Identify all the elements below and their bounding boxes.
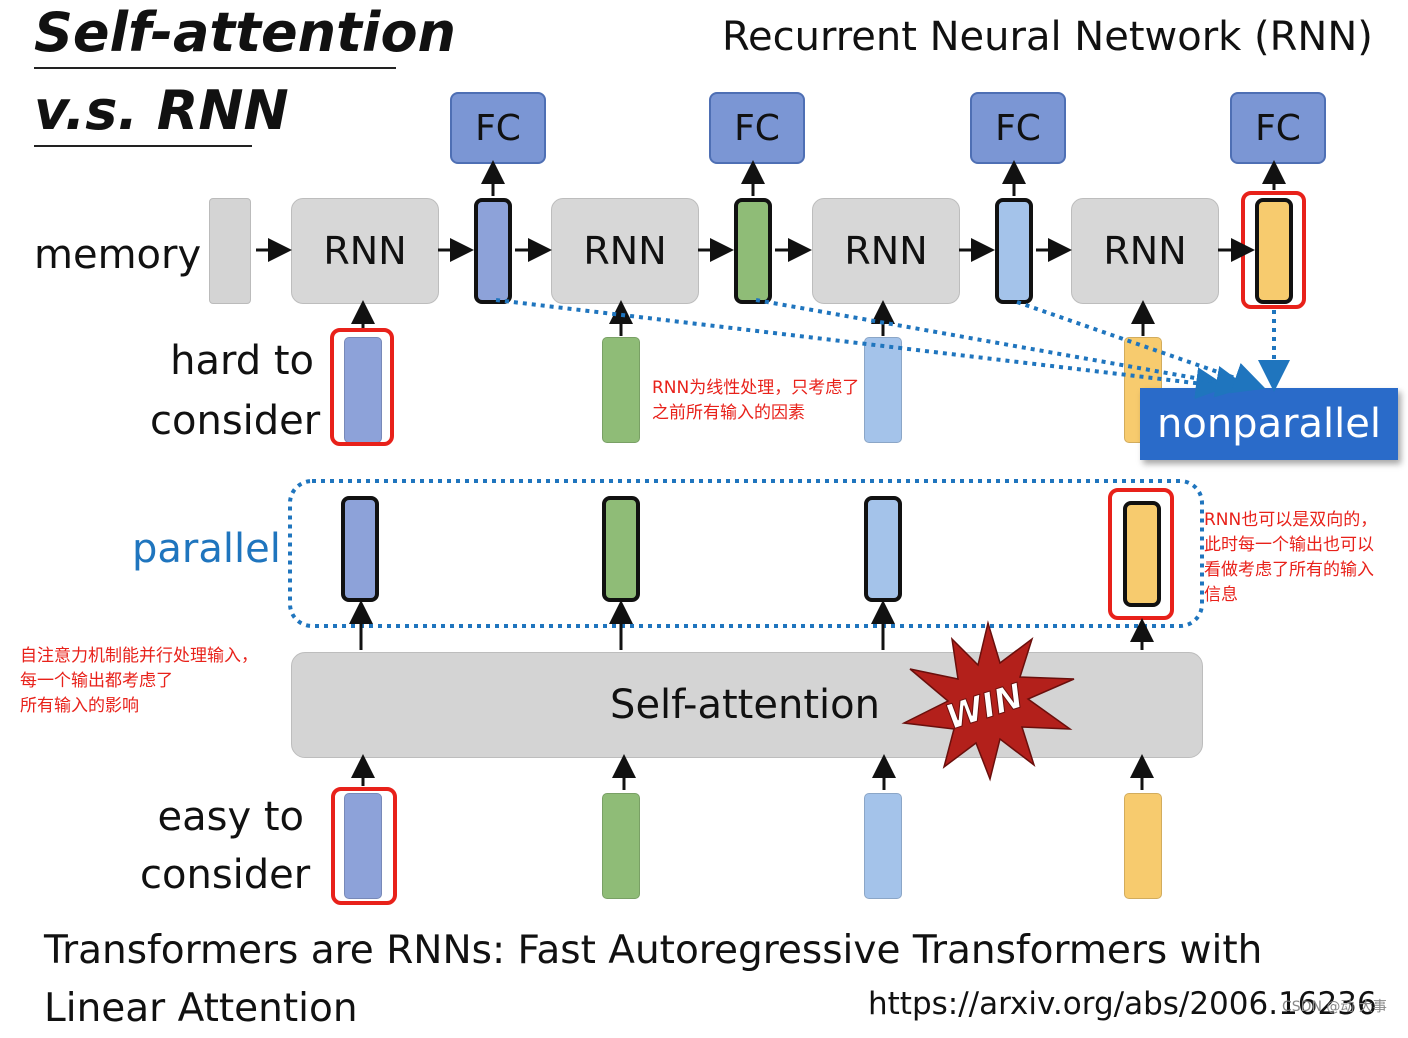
rnn-header: Recurrent Neural Network (RNN) xyxy=(722,14,1373,60)
fc-label: FC xyxy=(475,107,521,149)
rnn-input-vector-blue xyxy=(344,337,382,443)
fc-box-2: FC xyxy=(709,92,805,164)
rnn-input-vector-green xyxy=(602,337,640,443)
hard-to-consider-label-2: consider xyxy=(150,398,321,444)
title-underline-1 xyxy=(34,67,396,69)
rnn-label: RNN xyxy=(1103,229,1187,273)
sa-input-vector-lightblue xyxy=(864,793,902,899)
watermark: CSDN @动 大事 xyxy=(1282,999,1387,1015)
sa-input-vector-orange xyxy=(1124,793,1162,899)
rnn-input-vector-lightblue xyxy=(864,337,902,443)
note-line: 每一个输出都考虑了 xyxy=(20,671,173,691)
dotted-arrow xyxy=(1016,300,1266,394)
note-line: RNN也可以是双向的， xyxy=(1204,510,1378,530)
win-burst-shape xyxy=(901,620,1075,782)
fc-label: FC xyxy=(1255,107,1301,149)
note-self-attention-parallel: 自注意力机制能并行处理输入， 每一个输出都考虑了 所有输入的影响 xyxy=(20,644,258,719)
nonparallel-badge: nonparallel xyxy=(1140,388,1398,460)
rnn-box-2: RNN xyxy=(551,198,699,304)
fc-label: FC xyxy=(734,107,780,149)
dotted-arrow xyxy=(495,298,1228,400)
dotted-arrow xyxy=(755,298,1248,398)
footer-url[interactable]: https://arxiv.org/abs/2006.16236 xyxy=(868,986,1377,1022)
note-line: 信息 xyxy=(1204,585,1238,605)
win-burst: WIN xyxy=(901,620,1075,782)
title-line-1: Self-attention xyxy=(34,1,456,64)
sa-output-vector-lightblue xyxy=(864,496,902,602)
sa-output-vector-green xyxy=(602,496,640,602)
rnn-output-vector-green xyxy=(734,198,772,304)
easy-to-consider-label-1: easy to xyxy=(157,794,304,840)
sa-input-vector-green xyxy=(602,793,640,899)
title-line-2: v.s. RNN xyxy=(34,79,289,142)
note-line: 此时每一个输出也可以 xyxy=(1204,535,1374,555)
note-line: 看做考虑了所有的输入 xyxy=(1204,560,1374,580)
highlight-hard-input xyxy=(330,328,394,446)
rnn-box-3: RNN xyxy=(812,198,960,304)
note-rnn-bidirectional: RNN也可以是双向的， 此时每一个输出也可以 看做考虑了所有的输入 信息 xyxy=(1204,508,1377,608)
easy-to-consider-label-2: consider xyxy=(140,852,311,898)
rnn-label: RNN xyxy=(583,229,667,273)
fc-box-3: FC xyxy=(970,92,1066,164)
footer-paper-title: Transformers are RNNs: Fast Autoregressi… xyxy=(44,928,1263,1031)
self-attention-block: Self-attention xyxy=(291,652,1203,758)
fc-label: FC xyxy=(995,107,1041,149)
memory-label: memory xyxy=(34,232,202,278)
note-line: RNN为线性处理，只考虑了 xyxy=(652,378,860,398)
note-line: 之前所有输入的因素 xyxy=(652,403,805,423)
note-rnn-linear: RNN为线性处理，只考虑了 之前所有输入的因素 xyxy=(652,376,859,426)
fc-box-4: FC xyxy=(1230,92,1326,164)
sa-output-vector-blue xyxy=(341,496,379,602)
rnn-output-vector-orange xyxy=(1255,198,1293,304)
self-attention-label: Self-attention xyxy=(610,682,880,728)
note-line: 所有输入的影响 xyxy=(20,696,139,716)
sa-input-vector-blue xyxy=(344,793,382,899)
highlight-easy-input xyxy=(331,787,397,905)
note-line: 自注意力机制能并行处理输入， xyxy=(20,646,258,666)
rnn-label: RNN xyxy=(844,229,928,273)
memory-box xyxy=(209,198,251,304)
sa-output-vector-orange xyxy=(1123,501,1161,607)
hard-to-consider-label-1: hard to xyxy=(170,338,314,384)
rnn-label: RNN xyxy=(323,229,407,273)
rnn-box-4: RNN xyxy=(1071,198,1219,304)
rnn-output-vector-lightblue xyxy=(995,198,1033,304)
parallel-label: parallel xyxy=(132,526,281,572)
rnn-output-vector-blue xyxy=(474,198,512,304)
parallel-dotted-frame xyxy=(288,479,1204,628)
title-underline-2 xyxy=(34,145,252,147)
